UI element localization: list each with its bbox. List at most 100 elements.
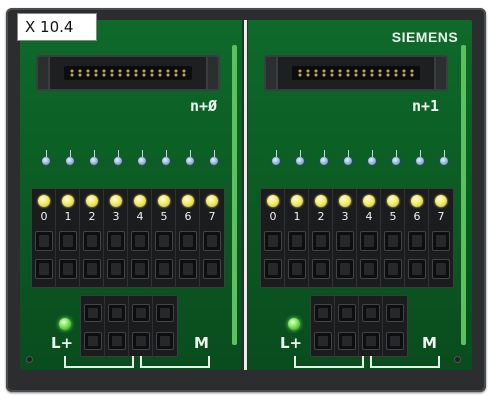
- edge-light-left: [232, 45, 237, 345]
- terminal-clamp[interactable]: [131, 259, 149, 279]
- indicator-led: [113, 150, 123, 166]
- terminal-clamp[interactable]: [179, 231, 197, 251]
- terminal-clamp[interactable]: [338, 304, 356, 322]
- channel-number: 1: [293, 210, 301, 223]
- channel-number: 4: [365, 210, 373, 223]
- status-led: [267, 195, 279, 207]
- terminal-channel[interactable]: 4: [128, 189, 152, 289]
- terminal-clamp[interactable]: [83, 231, 101, 251]
- terminal-clamp[interactable]: [432, 259, 450, 279]
- connector-latch: [206, 55, 220, 91]
- power-channel[interactable]: [335, 296, 359, 358]
- terminal-clamp[interactable]: [432, 231, 450, 251]
- terminal-clamp[interactable]: [203, 259, 221, 279]
- terminal-clamp[interactable]: [35, 259, 53, 279]
- terminal-clamp[interactable]: [312, 259, 330, 279]
- terminal-channel[interactable]: 7: [429, 189, 453, 289]
- terminal-clamp[interactable]: [108, 332, 126, 350]
- channel-number: 2: [88, 210, 96, 223]
- power-channel[interactable]: [153, 296, 177, 358]
- terminal-channel[interactable]: 3: [333, 189, 357, 289]
- terminal-clamp[interactable]: [155, 231, 173, 251]
- indicator-led: [65, 150, 75, 166]
- power-bracket: [64, 356, 134, 368]
- terminal-clamp[interactable]: [35, 231, 53, 251]
- terminal-clamp[interactable]: [264, 231, 282, 251]
- terminal-clamp[interactable]: [108, 304, 126, 322]
- terminal-clamp[interactable]: [408, 231, 426, 251]
- indicator-led: [137, 150, 147, 166]
- terminal-clamp[interactable]: [288, 231, 306, 251]
- terminal-channel[interactable]: 1: [285, 189, 309, 289]
- terminal-clamp[interactable]: [107, 231, 125, 251]
- connector-pins: [68, 69, 188, 77]
- terminal-channel[interactable]: 0: [261, 189, 285, 289]
- terminal-clamp[interactable]: [360, 231, 378, 251]
- power-channel[interactable]: [105, 296, 129, 358]
- terminal-clamp[interactable]: [132, 332, 150, 350]
- power-channel[interactable]: [383, 296, 407, 358]
- terminal-clamp[interactable]: [360, 259, 378, 279]
- terminal-clamp[interactable]: [156, 304, 174, 322]
- terminal-clamp[interactable]: [386, 332, 404, 350]
- terminal-clamp[interactable]: [155, 259, 173, 279]
- terminal-clamp[interactable]: [312, 231, 330, 251]
- power-channel[interactable]: [311, 296, 335, 358]
- terminal-clamp[interactable]: [131, 231, 149, 251]
- terminal-channel[interactable]: 3: [104, 189, 128, 289]
- status-led: [158, 195, 170, 207]
- terminal-clamp[interactable]: [314, 304, 332, 322]
- terminal-clamp[interactable]: [362, 304, 380, 322]
- terminal-channel[interactable]: 0: [32, 189, 56, 289]
- terminal-clamp[interactable]: [362, 332, 380, 350]
- terminal-clamp[interactable]: [84, 332, 102, 350]
- channel-number: 6: [184, 210, 192, 223]
- terminal-channel[interactable]: 2: [309, 189, 333, 289]
- edge-light-right: [461, 45, 466, 345]
- terminal-channel[interactable]: 7: [200, 189, 224, 289]
- status-led: [291, 195, 303, 207]
- terminal-clamp[interactable]: [338, 332, 356, 350]
- terminal-clamp[interactable]: [384, 231, 402, 251]
- terminal-clamp[interactable]: [264, 259, 282, 279]
- ribbon-connector-n0[interactable]: [36, 55, 220, 91]
- indicator-row-n1: [270, 150, 450, 178]
- terminal-channel[interactable]: 6: [405, 189, 429, 289]
- terminal-clamp[interactable]: [203, 231, 221, 251]
- terminal-clamp[interactable]: [408, 259, 426, 279]
- terminal-clamp[interactable]: [384, 259, 402, 279]
- indicator-led: [161, 150, 171, 166]
- connector-latch: [264, 55, 278, 91]
- terminal-clamp[interactable]: [132, 304, 150, 322]
- terminal-channel[interactable]: 5: [152, 189, 176, 289]
- power-channel[interactable]: [359, 296, 383, 358]
- terminal-channel[interactable]: 4: [357, 189, 381, 289]
- terminal-clamp[interactable]: [288, 259, 306, 279]
- indicator-led: [271, 150, 281, 166]
- terminal-channel[interactable]: 2: [80, 189, 104, 289]
- power-led-n1: [288, 318, 300, 330]
- terminal-channel[interactable]: 6: [176, 189, 200, 289]
- power-channel[interactable]: [129, 296, 153, 358]
- terminal-clamp[interactable]: [59, 231, 77, 251]
- terminal-clamp[interactable]: [314, 332, 332, 350]
- terminal-clamp[interactable]: [386, 304, 404, 322]
- terminal-clamp[interactable]: [336, 231, 354, 251]
- connector-latch: [36, 55, 50, 91]
- terminal-clamp[interactable]: [59, 259, 77, 279]
- channel-number: 5: [389, 210, 397, 223]
- power-led-n0: [59, 318, 71, 330]
- terminal-clamp[interactable]: [179, 259, 197, 279]
- status-led: [134, 195, 146, 207]
- terminal-channel[interactable]: 5: [381, 189, 405, 289]
- terminal-clamp[interactable]: [156, 332, 174, 350]
- terminal-channel[interactable]: 1: [56, 189, 80, 289]
- ribbon-connector-n1[interactable]: [264, 55, 448, 91]
- power-channel[interactable]: [81, 296, 105, 358]
- power-minus-label-n1: M: [422, 334, 437, 352]
- terminal-clamp[interactable]: [107, 259, 125, 279]
- terminal-clamp[interactable]: [83, 259, 101, 279]
- connector-latch: [434, 55, 448, 91]
- terminal-clamp[interactable]: [336, 259, 354, 279]
- terminal-clamp[interactable]: [84, 304, 102, 322]
